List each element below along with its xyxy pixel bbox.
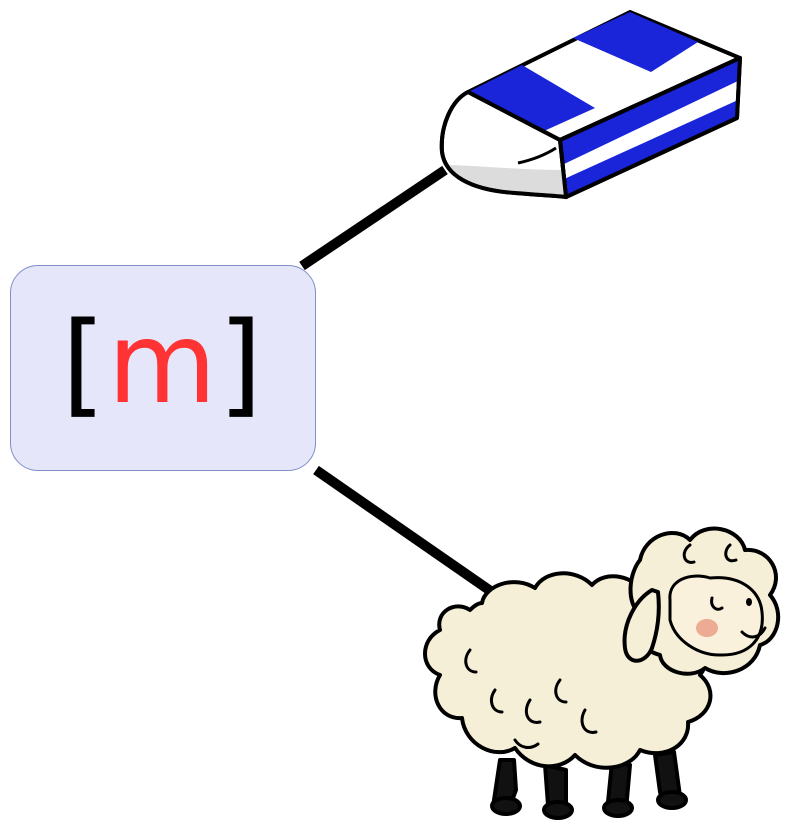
connector-line-eraser xyxy=(299,165,448,271)
phoneme-box: [m] xyxy=(10,265,316,471)
close-bracket: ] xyxy=(218,299,265,429)
connector-line-sheep xyxy=(313,465,495,597)
phoneme-letter: m xyxy=(107,299,219,429)
open-bracket: [ xyxy=(61,299,108,429)
eraser-icon xyxy=(439,10,742,199)
sheep-icon xyxy=(423,526,781,820)
